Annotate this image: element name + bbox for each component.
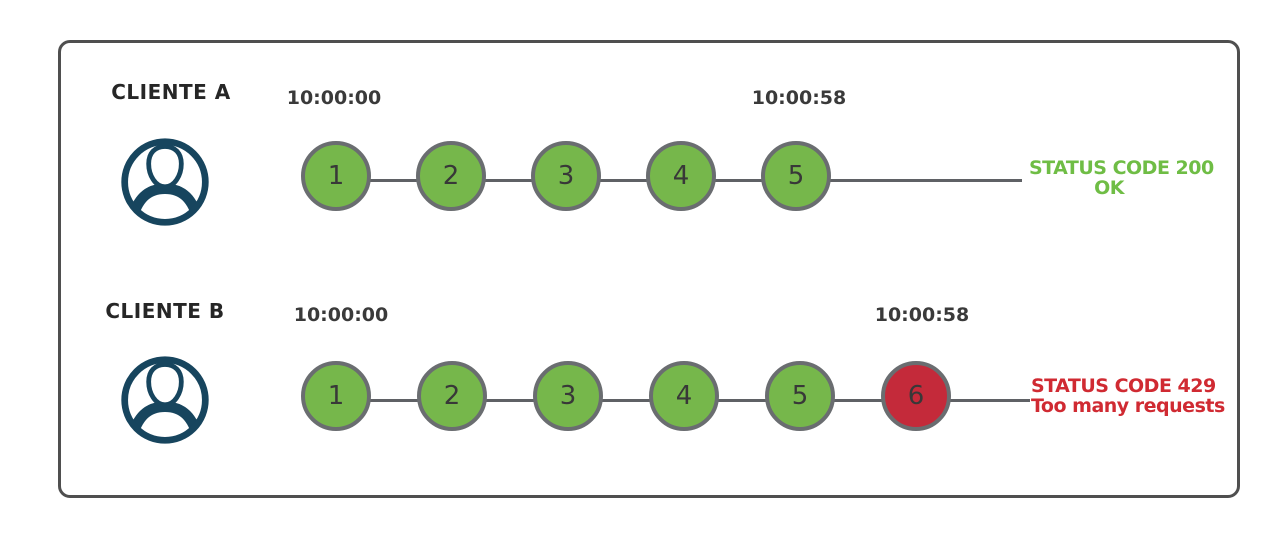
client-b-end-time: 10:00:58 bbox=[874, 304, 970, 326]
status-message-line: Too many requests bbox=[1031, 395, 1225, 417]
status-message-line: OK bbox=[1094, 177, 1124, 199]
status-code-line: STATUS CODE 429 bbox=[1031, 375, 1216, 397]
user-icon bbox=[121, 356, 209, 444]
user-icon bbox=[121, 138, 209, 226]
request-circle: 4 bbox=[649, 361, 719, 431]
status-text-error: STATUS CODE 429 Too many requests bbox=[1031, 375, 1225, 417]
client-b-label: CLIENTE B bbox=[105, 299, 225, 323]
request-circle: 2 bbox=[417, 361, 487, 431]
client-a-end-time: 10:00:58 bbox=[751, 87, 847, 109]
request-circle: 5 bbox=[761, 141, 831, 211]
request-circle: 3 bbox=[531, 141, 601, 211]
request-circle: 2 bbox=[416, 141, 486, 211]
client-b-start-time: 10:00:00 bbox=[293, 304, 389, 326]
request-circle: 4 bbox=[646, 141, 716, 211]
diagram-frame bbox=[58, 40, 1240, 498]
client-a-label: CLIENTE A bbox=[111, 80, 231, 104]
request-circle-blocked: 6 bbox=[881, 361, 951, 431]
request-circle: 5 bbox=[765, 361, 835, 431]
client-a-start-time: 10:00:00 bbox=[286, 87, 382, 109]
request-circle: 3 bbox=[533, 361, 603, 431]
status-text-ok: STATUS CODE 200 OK bbox=[1029, 157, 1214, 199]
request-circle: 1 bbox=[301, 361, 371, 431]
status-code-line: STATUS CODE 200 bbox=[1029, 157, 1214, 179]
request-circle: 1 bbox=[301, 141, 371, 211]
